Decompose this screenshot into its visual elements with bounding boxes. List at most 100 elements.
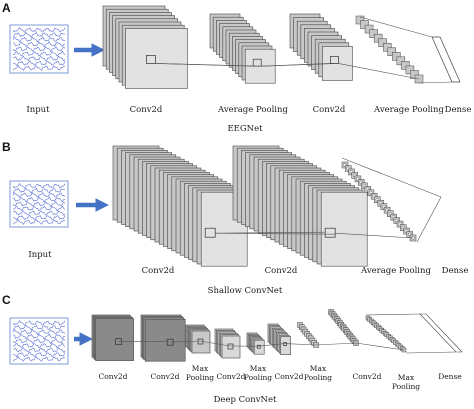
eeg-trace bbox=[12, 192, 66, 199]
conv2d-layer-stack bbox=[289, 13, 353, 81]
eeg-trace bbox=[12, 205, 66, 212]
pooled-map bbox=[392, 52, 401, 61]
connection-line bbox=[416, 196, 442, 243]
panel-letter-a: A bbox=[2, 1, 11, 15]
eeg-trace bbox=[12, 210, 66, 216]
eeg-trace bbox=[12, 31, 65, 38]
pooled-map bbox=[373, 33, 383, 43]
dense-layer bbox=[419, 313, 463, 353]
conv2d-layer-stack bbox=[140, 314, 186, 362]
caption-shallow-convnet: Shallow ConvNet bbox=[208, 286, 283, 296]
feature-map bbox=[144, 318, 186, 362]
conv2d-layer-stack bbox=[112, 145, 248, 267]
eeg-trace bbox=[12, 36, 66, 43]
input-signal-thumbnail bbox=[9, 317, 69, 365]
connection-line bbox=[170, 340, 201, 343]
pooled-map bbox=[364, 24, 374, 34]
panel-letter-c: C bbox=[2, 293, 11, 307]
eeg-trace bbox=[12, 324, 65, 331]
eeg-trace bbox=[12, 55, 66, 62]
label-average-pooling: Average Pooling bbox=[373, 105, 444, 115]
eeg-trace bbox=[12, 201, 66, 208]
pooled-map bbox=[355, 15, 365, 25]
connection-line bbox=[261, 63, 339, 67]
kernel-box bbox=[324, 227, 336, 238]
label-conv2d: Conv2d bbox=[275, 372, 304, 381]
kernel-box bbox=[204, 227, 216, 238]
panel-letter-b: B bbox=[2, 140, 11, 154]
connection-line bbox=[365, 313, 421, 316]
label-dense: Dense bbox=[438, 372, 462, 381]
feature-map bbox=[95, 318, 134, 361]
conv2d-layer-stack bbox=[91, 314, 134, 361]
eeg-trace bbox=[12, 214, 66, 221]
label-conv2d: Conv2d bbox=[99, 372, 128, 381]
connection-line bbox=[341, 157, 442, 198]
pooled-map bbox=[401, 61, 410, 70]
connection-line bbox=[155, 63, 262, 67]
label-average-pooling: Average Pooling bbox=[217, 105, 288, 115]
label-conv2d: Conv2d bbox=[151, 372, 180, 381]
average-pooling-layer-stack bbox=[355, 15, 424, 84]
input-frame bbox=[9, 180, 69, 228]
connection-line bbox=[215, 231, 326, 234]
connection-line bbox=[335, 232, 414, 239]
connection-line bbox=[258, 343, 285, 347]
pooled-map bbox=[382, 42, 392, 52]
dense-layer bbox=[431, 36, 461, 83]
eeg-trace bbox=[12, 338, 66, 345]
feature-map bbox=[221, 335, 241, 359]
layer-connection-lines bbox=[155, 16, 453, 84]
pooled-map bbox=[396, 56, 406, 66]
average-pooling-layer-stack bbox=[209, 13, 276, 84]
label-average-pooling: Average Pooling bbox=[360, 266, 431, 276]
eeg-trace bbox=[12, 50, 66, 57]
caption-deep-convnet: Deep ConvNet bbox=[214, 395, 277, 405]
eeg-trace bbox=[12, 333, 66, 340]
label-input: Input bbox=[26, 105, 50, 115]
conv2d-layer-stack bbox=[328, 309, 359, 346]
connection-line bbox=[405, 351, 457, 354]
eeg-trace bbox=[12, 183, 66, 189]
feature-map bbox=[191, 330, 211, 354]
input-signal-thumbnail bbox=[9, 24, 69, 74]
pooled-map bbox=[378, 38, 387, 47]
label-conv2d: Conv2d bbox=[142, 266, 175, 276]
input-signal-thumbnail bbox=[9, 180, 69, 228]
max-pooling-layer-stack bbox=[246, 332, 265, 355]
eeg-trace bbox=[12, 196, 66, 203]
eeg-trace bbox=[12, 342, 66, 349]
layer-connection-lines bbox=[215, 157, 442, 243]
connection-line bbox=[215, 232, 336, 235]
max-pooling-layer-stack bbox=[297, 322, 319, 348]
eeg-trace bbox=[12, 46, 66, 53]
eeg-trace bbox=[12, 64, 66, 71]
conv2d-layer-stack bbox=[102, 5, 188, 89]
label-conv2d: Conv2d bbox=[130, 105, 163, 115]
eeg-trace bbox=[12, 187, 65, 194]
panel-shallow-convnet: Input Conv2d Conv2d Average Pooling Dens… bbox=[9, 145, 468, 296]
feature-map bbox=[125, 28, 188, 89]
caption-eegnet: EEGNet bbox=[227, 124, 263, 134]
conv2d-layer-stack bbox=[267, 323, 291, 355]
kernel-box bbox=[227, 343, 234, 350]
connection-line bbox=[199, 340, 231, 347]
layer-connection-lines bbox=[118, 313, 457, 354]
feature-map bbox=[320, 191, 368, 267]
connection-line bbox=[418, 81, 453, 84]
pooled-map bbox=[405, 65, 415, 75]
label-conv2d: Conv2d bbox=[353, 372, 382, 381]
label-input: Input bbox=[28, 250, 52, 260]
eeg-trace bbox=[12, 41, 66, 48]
eeg-trace bbox=[12, 351, 66, 358]
input-frame bbox=[9, 317, 69, 365]
eeg-trace bbox=[12, 355, 66, 362]
dense-vector bbox=[419, 313, 463, 353]
average-pooling-layer-stack bbox=[341, 161, 417, 242]
